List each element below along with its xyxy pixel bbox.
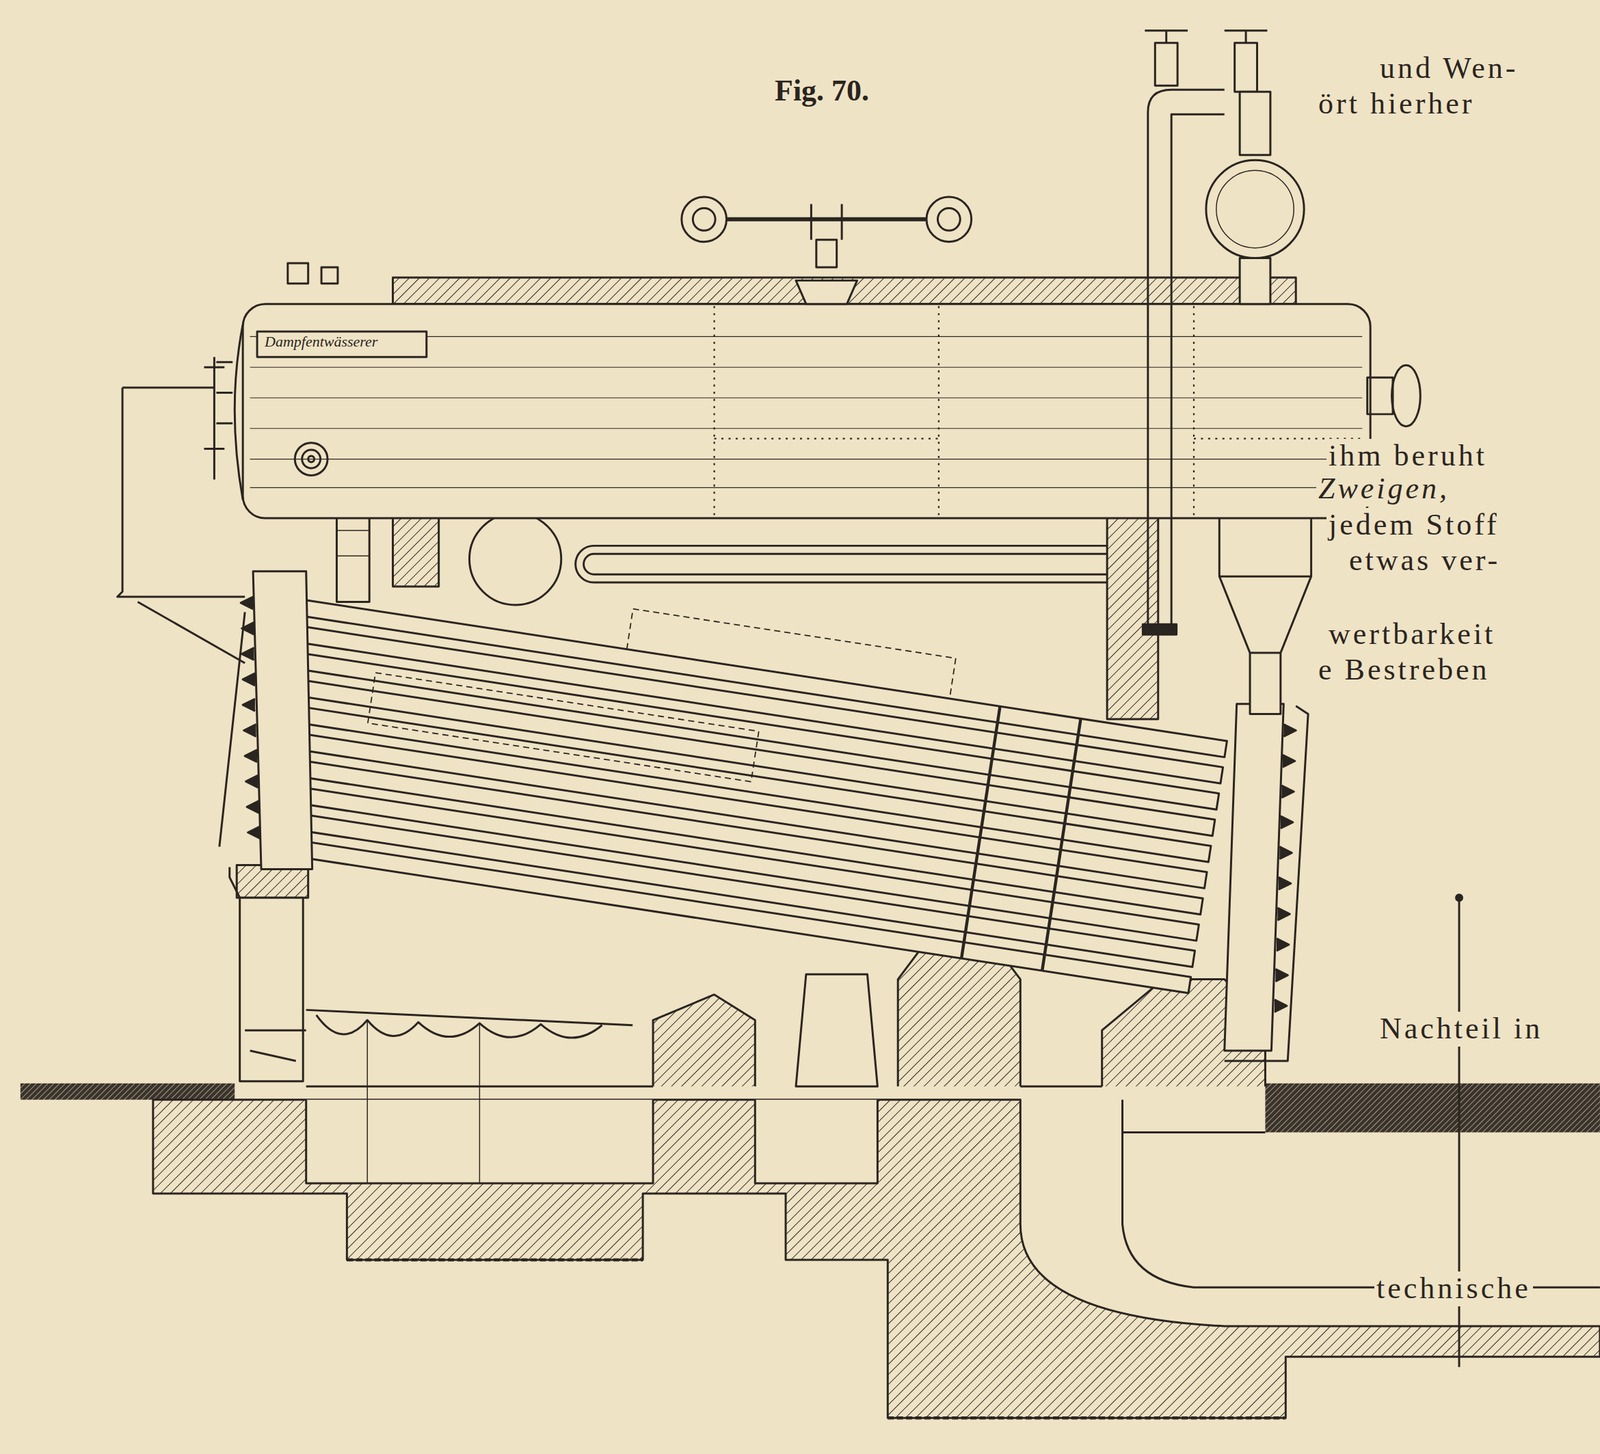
page-text-fragment: ört hierher bbox=[1316, 86, 1477, 122]
page-text-fragment: e Bestreben bbox=[1316, 652, 1492, 688]
page-text-fragment: Zweigen, bbox=[1316, 471, 1452, 507]
figure-title: Fig. 70. bbox=[772, 73, 872, 109]
page-text-fragment: technische bbox=[1374, 1271, 1533, 1307]
page-text-fragment: jedem Stoff bbox=[1326, 508, 1502, 543]
page-text-fragment: ihm beruht bbox=[1326, 438, 1490, 474]
page-text-fragment: etwas ver- bbox=[1347, 543, 1503, 579]
page-text-fragment: wertbarkeit bbox=[1326, 617, 1498, 653]
page-text-fragment: Nachteil in bbox=[1377, 1011, 1545, 1047]
part-label: Dampfentwässerer bbox=[262, 332, 380, 351]
page-text-fragment: und Wen- bbox=[1377, 51, 1520, 87]
